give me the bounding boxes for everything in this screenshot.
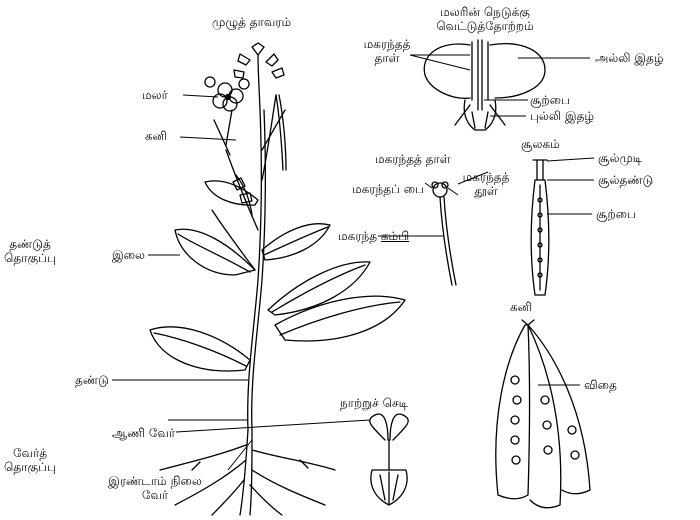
label-pollen-line2: தூள் bbox=[456, 184, 516, 198]
label-stamen-top: மகரந்தத் தாள் bbox=[352, 37, 422, 65]
seedling-drawing bbox=[370, 414, 408, 505]
plant-stem bbox=[212, 55, 285, 430]
label-filament: மகரந்த கம்பி bbox=[338, 229, 409, 243]
label-style: சூல்தண்டு bbox=[598, 173, 653, 187]
label-seed: விதை bbox=[584, 378, 617, 392]
label-shoot-system-line2: தொகுப்பு bbox=[0, 251, 60, 265]
label-stigma: சூல்முடி bbox=[598, 151, 642, 165]
label-flower-section-line1: மலரின் நெடுக்கு bbox=[420, 5, 550, 19]
label-pollen-line1: மகரந்தத் bbox=[456, 170, 516, 184]
label-leaf: இலை bbox=[112, 248, 145, 262]
label-pollen: மகரந்தத் தூள் bbox=[456, 170, 516, 198]
label-shoot-system: தண்டுத் தொகுப்பு bbox=[0, 237, 60, 265]
label-flower-section-line2: வெட்டுத்தோற்றம் bbox=[420, 19, 550, 33]
label-seedling: நாற்றுச் செடி bbox=[340, 396, 408, 410]
label-ovary-right: சூற்பை bbox=[596, 207, 636, 221]
fruit-drawing bbox=[496, 320, 590, 508]
label-stamen-top-line1: மகரந்தத் bbox=[352, 37, 422, 51]
label-stamen-mid: மகரந்தத் தாள் bbox=[375, 152, 451, 166]
label-fruit: கனி bbox=[145, 129, 167, 143]
pistil-drawing bbox=[531, 160, 549, 295]
flower-section-drawing bbox=[424, 40, 545, 130]
label-pistil: சூலகம் bbox=[521, 137, 560, 151]
label-stem: தண்டு bbox=[75, 373, 109, 387]
flower-drawing bbox=[205, 77, 249, 111]
label-flower-section: மலரின் நெடுக்கு வெட்டுத்தோற்றம் bbox=[420, 5, 550, 33]
label-whole-plant: முழுத் தாவரம் bbox=[212, 15, 291, 29]
label-shoot-system-line1: தண்டுத் bbox=[0, 237, 60, 251]
label-flower: மலர் bbox=[142, 88, 168, 102]
stamen-drawing bbox=[432, 182, 456, 285]
label-ovary-top: சூற்பை bbox=[530, 93, 570, 107]
label-root-system-line1: வேர்த் bbox=[0, 446, 60, 460]
roots bbox=[160, 430, 335, 515]
label-secondary-root-line1: இரண்டாம் நிலை bbox=[100, 474, 210, 488]
label-secondary-root-line2: வேர் bbox=[100, 488, 210, 502]
leaves bbox=[150, 181, 405, 371]
label-sepal: புல்லி இதழ் bbox=[530, 109, 594, 123]
label-secondary-root: இரண்டாம் நிலை வேர் bbox=[100, 474, 210, 502]
label-stamen-top-line2: தாள் bbox=[352, 51, 422, 65]
label-petal: அல்லி இதழ் bbox=[595, 51, 663, 65]
label-root-system: வேர்த் தொகுப்பு bbox=[0, 446, 60, 474]
label-filament-underlined: கம்பி bbox=[381, 229, 409, 243]
label-filament-prefix: மகரந்த bbox=[338, 229, 381, 243]
label-tap-root: ஆணி வேர் bbox=[112, 426, 175, 440]
label-fruit-right: கனி bbox=[510, 300, 532, 314]
label-anther: மகரந்தப் பை bbox=[352, 182, 424, 196]
label-root-system-line2: தொகுப்பு bbox=[0, 460, 60, 474]
